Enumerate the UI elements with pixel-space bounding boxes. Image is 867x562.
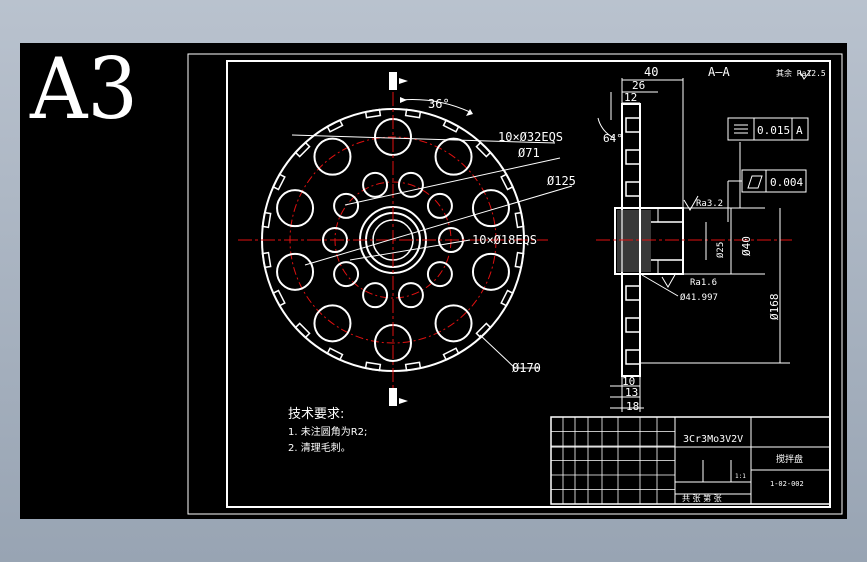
outer-hole — [276, 252, 315, 291]
dim-holes-inner: 10×Ø18EQS — [472, 233, 537, 247]
gdt-frame-flatness — [727, 117, 809, 141]
runout-value: 0.004 — [770, 176, 803, 189]
dim-10: 10 — [622, 375, 635, 388]
outer-hole — [434, 137, 473, 176]
hub-section — [614, 207, 684, 275]
drawing-background — [20, 43, 847, 519]
roughness-symbol-top — [683, 195, 699, 211]
angle-arrow-right — [466, 109, 473, 116]
dim-hub: Ø40 — [740, 236, 753, 256]
leader-bore-tol — [641, 274, 679, 297]
section-arrow-top — [399, 78, 408, 84]
inner-hole — [426, 261, 453, 288]
drawing-number: 1-02-002 — [770, 480, 804, 488]
notes-item-2: 2. 清理毛刺。 — [288, 441, 351, 454]
outer-hole — [313, 304, 352, 343]
dim-dia-168: Ø168 — [768, 294, 781, 321]
ra-top: Ra3.2 — [696, 199, 723, 209]
leader-outer-holes — [291, 134, 556, 144]
dim-chamfer-angle: 64° — [603, 132, 623, 145]
section-view: A—A 其余 Ra12.5 40 26 12 64° 0 — [596, 65, 826, 413]
inner-hole — [333, 192, 360, 219]
dim-width-40: 40 — [644, 65, 658, 79]
side-slot — [625, 181, 641, 197]
section-arrow-bottom — [399, 398, 408, 404]
section-mark-bottom — [389, 388, 397, 406]
inner-hole — [362, 282, 389, 309]
dim-bore: Ø25 — [715, 242, 726, 258]
outer-hole — [434, 304, 473, 343]
dim-pcd-outer: Ø125 — [547, 174, 576, 188]
cylindricity-symbol — [747, 175, 763, 189]
inner-hole — [362, 171, 389, 198]
dim-13: 13 — [625, 386, 638, 399]
flatness-datum: A — [796, 124, 803, 137]
holes-outer — [276, 118, 510, 362]
side-slot — [625, 149, 641, 165]
part-name: 搅拌盘 — [776, 453, 803, 465]
scale-value: 1:1 — [735, 473, 746, 480]
roughness-symbol-bottom — [661, 272, 677, 288]
outer-hole — [471, 189, 510, 228]
side-slot — [625, 285, 641, 301]
dim-outer-dia: Ø170 — [512, 361, 541, 375]
technical-notes: 技术要求: 1. 未注圆角为R2; 2. 清理毛刺。 — [288, 407, 367, 454]
inner-hole — [397, 282, 424, 309]
section-label: A—A — [708, 65, 730, 79]
notes-title: 技术要求: — [288, 407, 344, 422]
side-slot — [625, 117, 641, 133]
dim-angle-36: 36° — [428, 97, 450, 111]
sheet-size-label: A3 — [29, 40, 138, 138]
dim-holes-outer: 10×Ø32EQS — [498, 130, 563, 144]
notes-item-1: 1. 未注圆角为R2; — [288, 425, 367, 438]
sheet-info: 共 张 第 张 — [682, 493, 722, 503]
leader-pcd-outer — [304, 185, 573, 266]
dim-pcd-inner: Ø71 — [518, 146, 540, 160]
dim-26: 26 — [632, 79, 645, 92]
hub-hatch-left — [617, 210, 639, 272]
outer-hole — [276, 189, 315, 228]
sheet-inner-border — [226, 60, 831, 508]
leader-inner-holes — [349, 239, 471, 261]
flatness-value: 0.015 — [757, 124, 790, 137]
angle-arrow-left — [400, 97, 407, 103]
outer-hole — [313, 137, 352, 176]
material-label: 3Cr3Mo3V2V — [683, 434, 743, 445]
section-mark-top — [389, 72, 397, 90]
sheet-outer-border — [187, 53, 843, 515]
side-slots — [625, 117, 641, 365]
dim-bore-tol: Ø41.997 — [680, 292, 718, 303]
leader-pcd-inner — [344, 157, 561, 206]
title-block — [550, 416, 831, 505]
title-block-grid — [551, 417, 675, 504]
roughness-note-symbol — [799, 69, 812, 80]
dim-18: 18 — [626, 400, 639, 413]
hub-hatch-right — [641, 210, 651, 272]
holes-inner — [322, 171, 464, 309]
chamfer-angle-arc — [597, 117, 615, 139]
dim-12: 12 — [624, 91, 637, 104]
side-slot — [625, 349, 641, 365]
outer-hole — [471, 252, 510, 291]
front-view: 36° 10×Ø32EQS Ø71 Ø125 10×Ø18EQS Ø170 — [238, 72, 576, 406]
inner-hole — [333, 261, 360, 288]
inner-hole — [397, 171, 424, 198]
side-slot — [625, 317, 641, 333]
leader-outer-dia — [479, 334, 516, 369]
inner-hole — [426, 192, 453, 219]
ra-bottom: Ra1.6 — [690, 278, 717, 288]
